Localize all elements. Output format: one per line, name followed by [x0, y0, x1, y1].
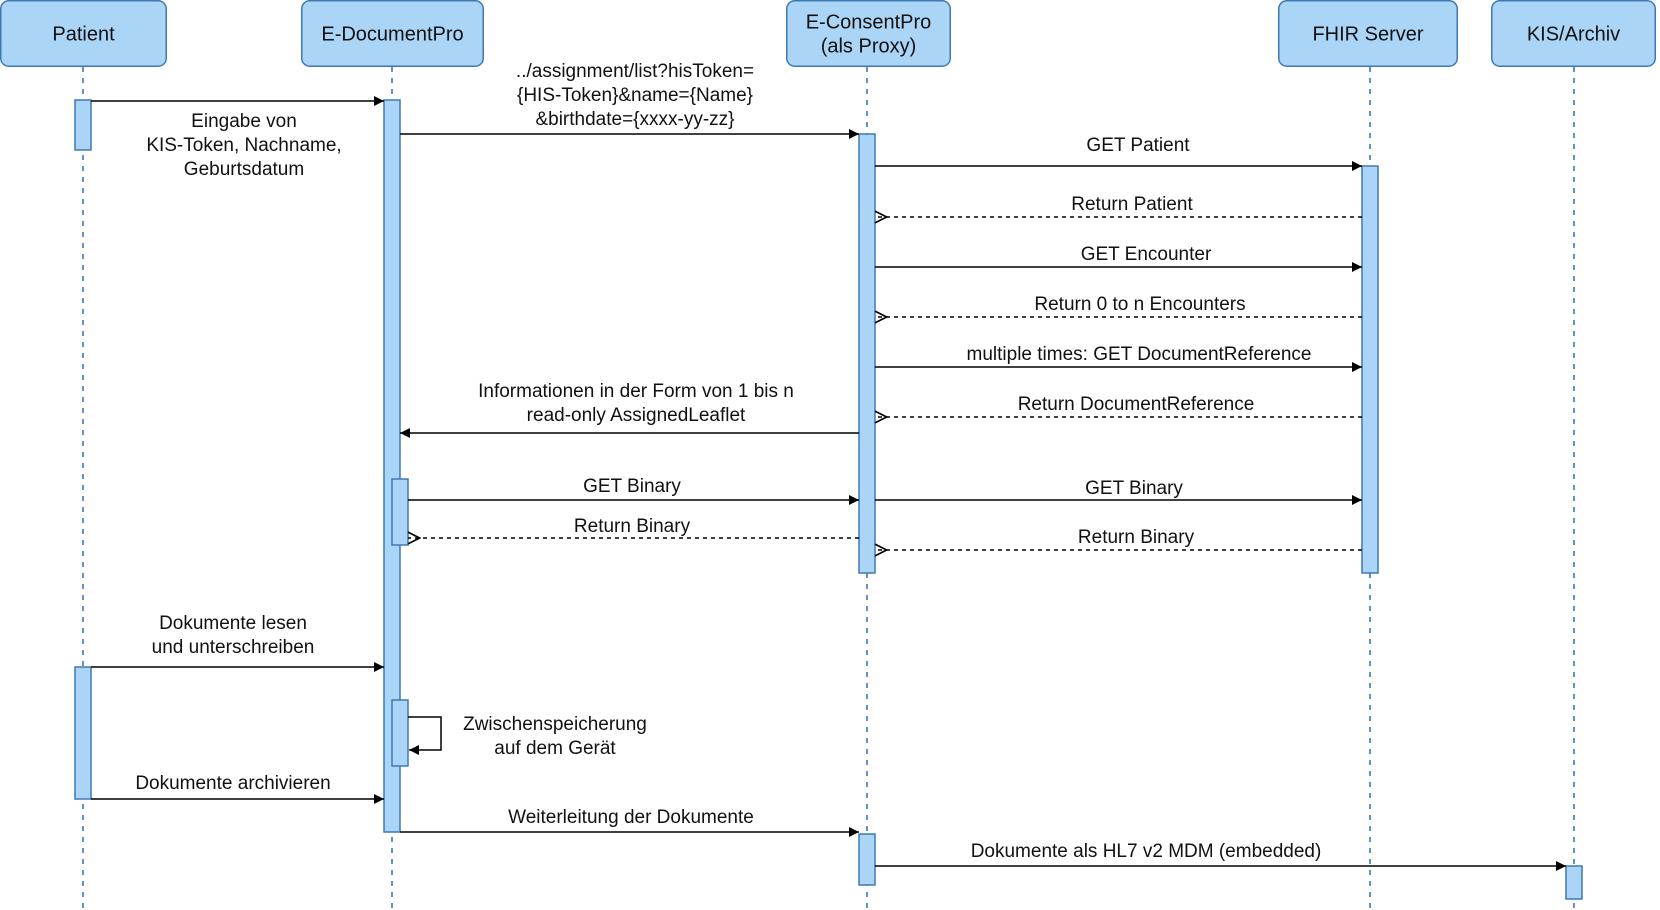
message-return-docref: Return DocumentReference — [875, 394, 1362, 417]
actor-box-fhir — [1278, 0, 1458, 67]
message-get-encounter: GET Encounter — [875, 244, 1362, 272]
actor-patient: Patient — [0, 0, 167, 67]
message-label-get-docref: multiple times: GET DocumentReference — [967, 344, 1312, 365]
message-label-eingabe: Eingabe von — [191, 111, 297, 132]
message-get-docref: multiple times: GET DocumentReference — [875, 344, 1362, 372]
message-label-informationen: read-only AssignedLeaflet — [527, 405, 746, 426]
activation-edocumentpro-main — [383, 99, 401, 833]
message-return-binary-2: Return Binary — [875, 527, 1362, 550]
actor-box-kis — [1491, 0, 1656, 67]
message-label-eingabe: Geburtsdatum — [184, 159, 304, 180]
actor-label-fhir: FHIR Server — [1312, 24, 1423, 46]
message-dokumente-lesen: Dokumente lesen und unterschreiben — [91, 613, 384, 672]
message-label-assignment-list: {HIS-Token}&name={Name} — [517, 85, 753, 106]
message-label-assignment-list: ../assignment/list?hisToken= — [516, 61, 754, 82]
actor-edoc: E-DocumentPro — [301, 0, 484, 67]
message-zwischenspeicherung: Zwischenspeicherung auf dem Gerät — [408, 714, 647, 759]
actor-label-econsent: E-ConsentPro — [806, 12, 932, 34]
actor-label-patient: Patient — [52, 24, 115, 46]
message-label-return-binary-2: Return Binary — [1078, 527, 1195, 548]
message-get-binary-1: GET Binary — [408, 476, 859, 505]
activation-edocumentpro-binary — [391, 478, 409, 546]
message-label-return-binary-1: Return Binary — [574, 516, 691, 537]
message-label-assignment-list: &birthdate={xxxx-yy-zz} — [535, 109, 734, 130]
actor-label-kis: KIS/Archiv — [1527, 24, 1620, 46]
message-return-binary-1: Return Binary — [408, 516, 859, 538]
message-label-get-encounter: GET Encounter — [1081, 244, 1212, 265]
message-archivieren: Dokumente archivieren — [91, 773, 384, 804]
activation-edocumentpro-cache — [391, 699, 409, 767]
activation-fhir-main — [1361, 165, 1379, 574]
message-label-get-patient: GET Patient — [1086, 135, 1190, 156]
message-label-eingabe: KIS-Token, Nachname, — [146, 135, 341, 156]
message-informationen: Informationen in der Form von 1 bis n rea… — [400, 381, 859, 438]
actor-label-econsent: (als Proxy) — [821, 36, 917, 58]
message-label-informationen: Informationen in der Form von 1 bis n — [478, 381, 794, 402]
actor-fhir: FHIR Server — [1278, 0, 1458, 67]
message-hl7: Dokumente als HL7 v2 MDM (embedded) — [875, 841, 1566, 871]
actor-econsent: E-ConsentPro(als Proxy) — [786, 0, 951, 67]
activation-econsentpro-forward — [858, 833, 876, 886]
actor-kis: KIS/Archiv — [1491, 0, 1656, 67]
message-get-patient: GET Patient — [875, 135, 1362, 171]
actor-label-edoc: E-DocumentPro — [321, 24, 463, 46]
message-label-weiterleitung: Weiterleitung der Dokumente — [508, 807, 754, 828]
message-label-hl7: Dokumente als HL7 v2 MDM (embedded) — [971, 841, 1322, 862]
activations-layer — [74, 99, 1583, 900]
activation-patient-2 — [74, 666, 92, 800]
message-label-archivieren: Dokumente archivieren — [135, 773, 330, 794]
message-label-get-binary-1: GET Binary — [583, 476, 681, 497]
actor-box-edoc — [301, 0, 484, 67]
message-assignment-list: ../assignment/list?hisToken= {HIS-Token}&… — [400, 61, 859, 139]
message-get-binary-2: GET Binary — [875, 478, 1362, 505]
activation-econsentpro-main — [858, 133, 876, 574]
activation-patient-1 — [74, 99, 92, 151]
message-label-return-docref: Return DocumentReference — [1018, 394, 1255, 415]
actor-box-econsent — [786, 0, 951, 67]
actor-box-patient — [0, 0, 167, 67]
message-label-return-patient: Return Patient — [1071, 194, 1193, 215]
message-return-encounters: Return 0 to n Encounters — [875, 294, 1362, 317]
message-label-return-encounters: Return 0 to n Encounters — [1034, 294, 1245, 315]
message-label-dokumente-lesen: und unterschreiben — [152, 637, 315, 658]
actors-layer: Patient E-DocumentPro E-ConsentPro(als Pro… — [0, 0, 1656, 67]
message-weiterleitung: Weiterleitung der Dokumente — [400, 807, 859, 837]
message-return-patient: Return Patient — [875, 194, 1362, 217]
activation-kis-archive — [1565, 865, 1583, 900]
message-label-get-binary-2: GET Binary — [1085, 478, 1183, 499]
message-label-dokumente-lesen: Dokumente lesen — [159, 613, 307, 634]
message-label-zwischenspeicherung: auf dem Gerät — [494, 738, 616, 759]
message-arrow-zwischenspeicherung — [408, 716, 442, 755]
message-label-zwischenspeicherung: Zwischenspeicherung — [463, 714, 647, 735]
